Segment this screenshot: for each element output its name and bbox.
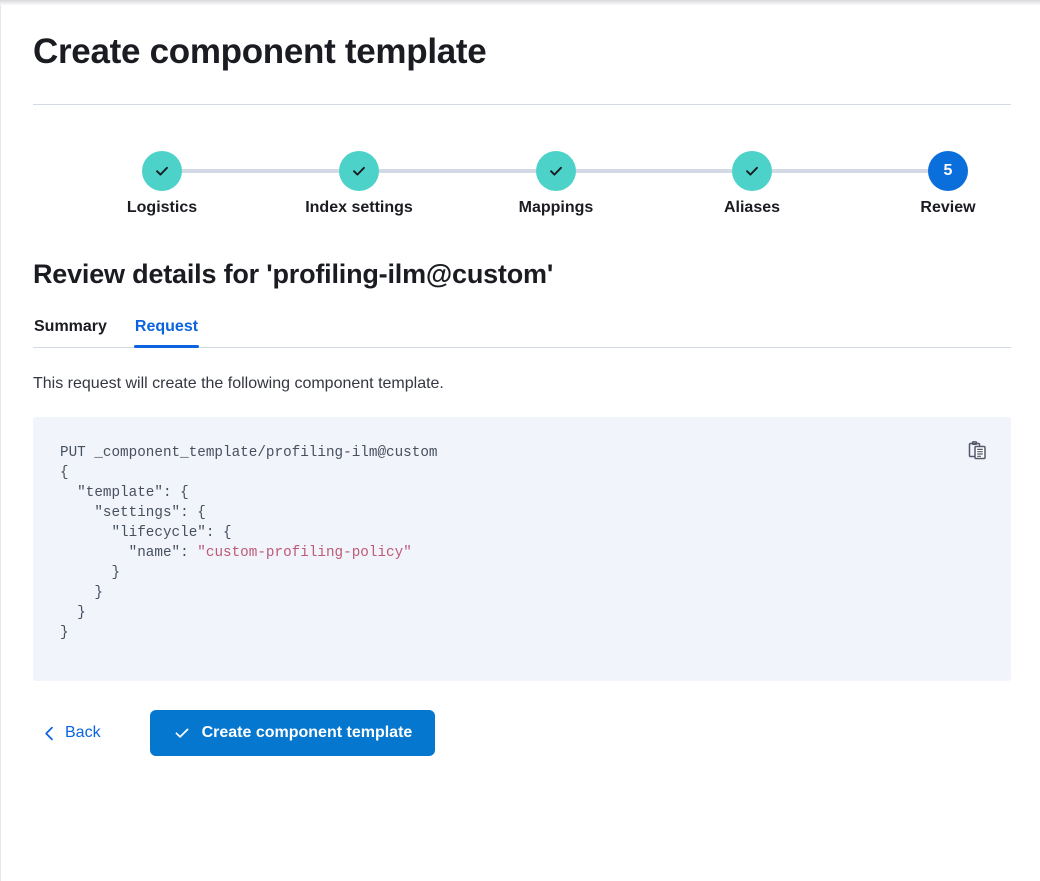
code-line-3: "lifecycle": { — [60, 525, 232, 541]
create-component-template-button[interactable]: Create component template — [149, 710, 436, 756]
stepper-label-index-settings: Index settings — [305, 199, 413, 216]
clipboard-copy-icon[interactable] — [961, 434, 993, 466]
step-connector-4 — [752, 169, 948, 173]
stepper-step-review[interactable]: 5 Review — [850, 151, 1040, 217]
code-line-5: } — [60, 565, 121, 581]
code-line-0: { — [60, 465, 69, 481]
code-line-1: "template": { — [60, 485, 189, 501]
step-status-icon-complete — [536, 151, 576, 191]
review-tabs: Summary Request — [33, 314, 1011, 348]
step-status-icon-complete — [142, 151, 182, 191]
stepper-step-logistics[interactable]: Logistics — [64, 151, 260, 217]
step-connector-1 — [162, 169, 359, 173]
chevron-left-icon — [43, 726, 56, 741]
step-connector-2 — [359, 169, 556, 173]
stepper-label-review: Review — [920, 199, 976, 216]
tab-summary[interactable]: Summary — [33, 314, 108, 347]
stepper-label-mappings: Mappings — [518, 199, 594, 216]
request-code-block: PUT _component_template/profiling-ilm@cu… — [33, 417, 1011, 643]
back-button[interactable]: Back — [33, 718, 109, 748]
stepper-step-index-settings[interactable]: Index settings — [261, 151, 457, 217]
tab-request[interactable]: Request — [133, 314, 200, 348]
step-status-icon-complete — [732, 151, 772, 191]
request-code-panel: PUT _component_template/profiling-ilm@cu… — [33, 417, 1011, 681]
check-icon — [173, 724, 191, 742]
wizard-stepper: Logistics Index settings Mappings — [33, 151, 1011, 225]
code-line-8: } — [60, 625, 69, 641]
page-left-border — [0, 5, 1, 881]
stepper-label-logistics: Logistics — [126, 199, 198, 216]
code-line-6: } — [60, 585, 103, 601]
code-line-7: } — [60, 605, 86, 621]
review-heading: Review details for 'profiling-ilm@custom… — [33, 259, 554, 289]
back-button-label: Back — [65, 724, 101, 741]
page-content: Create component template Logistics — [1, 5, 1040, 881]
step-status-icon-complete — [339, 151, 379, 191]
stepper-step-aliases[interactable]: Aliases — [654, 151, 850, 217]
step-connector-3 — [556, 169, 752, 173]
code-method-line: PUT _component_template/profiling-ilm@cu… — [60, 445, 438, 461]
stepper-label-aliases: Aliases — [723, 199, 781, 216]
page-title: Create component template — [33, 32, 487, 71]
code-line-4: "name": — [60, 545, 198, 561]
step-number-badge: 5 — [928, 151, 968, 191]
wizard-footer: Back Create component template — [33, 710, 1008, 756]
code-line-2: "settings": { — [60, 505, 206, 521]
request-description: This request will create the following c… — [33, 375, 444, 392]
window-top-strip — [0, 0, 1040, 5]
title-divider — [33, 104, 1011, 105]
code-string-value: "custom-profiling-policy" — [197, 545, 412, 561]
stepper-step-mappings[interactable]: Mappings — [458, 151, 654, 217]
create-component-template-label: Create component template — [201, 724, 413, 741]
